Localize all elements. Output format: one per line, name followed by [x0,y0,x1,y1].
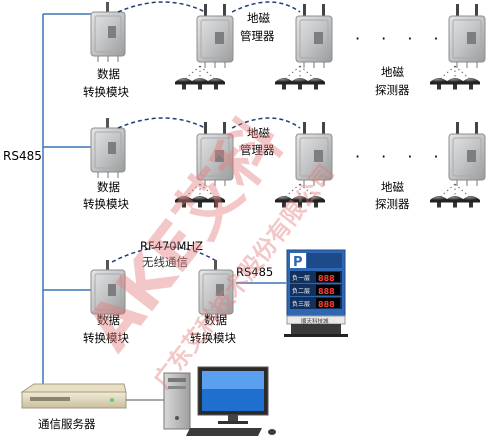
detector-label-line1: 地磁 [381,180,404,194]
sign-row-label: 负三层 [292,300,310,308]
detector-label-line2: 探测器 [375,197,410,211]
converter-label-line2: 转换模块 [83,331,129,345]
rs485-display-label: RS485 [236,265,273,279]
manager-device [448,3,486,69]
converter-label-line2: 转换模块 [83,197,129,211]
server-label: 通信服务器 [38,417,96,431]
wireless-link-dashed [231,1,301,13]
pc-keyboard [186,428,276,436]
converter-label-line2: 转换模块 [190,331,236,345]
converter-label-line1: 数据 [204,313,227,327]
wireless-link-dashed [231,117,301,129]
row-3: RF470MHZ 无线通信 数据 转换模块 数据 转换模块 RS485 P 负一… [83,239,348,345]
rf-label-line2: 无线通信 [142,255,188,269]
manager-device [448,121,486,187]
sign-row-value: 888 [318,300,335,309]
detector-group [275,66,325,90]
manager-label-line1: 地磁 [247,126,270,140]
manager-label-line1: 地磁 [247,11,270,25]
continuation-dots: · · · · [355,147,447,166]
pc-tower [163,372,191,430]
manager-device [295,3,333,69]
wireless-link-dashed [111,246,219,263]
rs485-bus-label: RS485 [3,149,42,163]
converter-label-line1: 数据 [97,313,120,327]
manager-label-line2: 管理器 [240,143,275,157]
detector-label-line1: 地磁 [381,65,404,79]
converter-label-line1: 数据 [97,180,120,194]
sign-row-value: 888 [318,287,335,296]
wireless-link-dashed [117,117,206,129]
pc-monitor [197,366,269,424]
detector-group [430,66,480,90]
rs485-bus [42,13,92,392]
parking-p-letter: P [293,255,303,270]
parking-display-sign: P 负一层 888 负二层 888 负三层 888 顺天科技城 [284,249,348,337]
detector-group [430,184,480,208]
sign-row-label: 负一层 [292,274,310,282]
converter-label-line1: 数据 [97,67,120,81]
row-2: 数据 转换模块 地磁 管理器 · · · · 地磁 探测器 [83,117,486,211]
detector-label-line2: 探测器 [375,83,410,97]
manager-device [196,3,234,69]
converter-label-line2: 转换模块 [83,85,129,99]
rf-label-line1: RF470MHZ [140,239,203,253]
manager-label-line2: 管理器 [240,29,275,43]
communication-server [20,383,127,409]
sign-row-value: 888 [318,274,335,283]
sign-row-label: 负二层 [292,287,310,295]
row-1: 数据 转换模块 地磁 管理器 · · · · 地磁 探测器 [83,1,486,99]
sign-company-name: 顺天科技城 [301,317,329,325]
continuation-dots: · · · · [355,29,447,48]
detector-group [175,66,225,90]
wireless-link-dashed [117,1,206,13]
